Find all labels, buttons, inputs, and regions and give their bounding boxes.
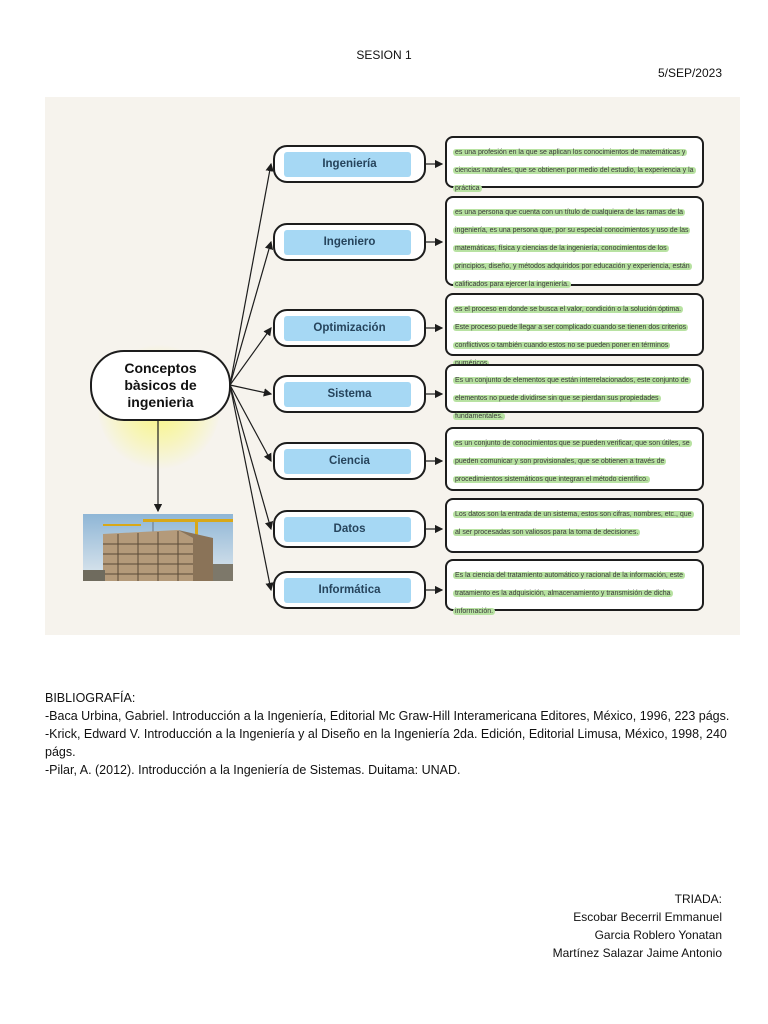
concept-map: Conceptos bàsicos de ingenierìa [45, 97, 740, 635]
connector-arrow [230, 385, 271, 590]
topic-label: Datos [275, 512, 424, 546]
definition-box: Los datos son la entrada de un sistema, … [445, 498, 704, 553]
definition-text: Es la ciencia del tratamiento automático… [453, 572, 685, 615]
bibliography-entry: -Pilar, A. (2012). Introducción a la Ing… [45, 761, 735, 779]
connector-arrow [230, 385, 271, 461]
definition-box: es el proceso en donde se busca el valor… [445, 293, 704, 356]
connector-arrow [230, 385, 271, 394]
connector-arrow [230, 164, 271, 385]
team-member: Garcia Roblero Yonatan [553, 926, 722, 944]
definition-box: Es la ciencia del tratamiento automático… [445, 559, 704, 611]
triad-title: TRIADA: [553, 890, 722, 908]
team-member: Martínez Salazar Jaime Antonio [553, 944, 722, 962]
definition-box: es un conjunto de conocimientos que se p… [445, 427, 704, 491]
topic-label: Sistema [275, 377, 424, 411]
topic-label: Ciencia [275, 444, 424, 478]
main-concept-node: Conceptos bàsicos de ingenierìa [90, 350, 231, 421]
definition-text: es un conjunto de conocimientos que se p… [453, 440, 692, 483]
definition-box: es una persona que cuenta con un título … [445, 196, 704, 286]
topic-label: Ingeniería [275, 147, 424, 181]
topic-node: Sistema [273, 375, 426, 413]
topic-label: Optimización [275, 311, 424, 345]
connector-arrow [230, 328, 271, 385]
construction-building-image [83, 514, 233, 581]
definition-text: es una profesión en la que se aplican lo… [453, 149, 696, 192]
topic-label: Ingeniero [275, 225, 424, 259]
topic-node: Ingeniero [273, 223, 426, 261]
topic-node: Informática [273, 571, 426, 609]
bibliography-entry: -Krick, Edward V. Introducción a la Inge… [45, 725, 735, 761]
definition-box: es una profesión en la que se aplican lo… [445, 136, 704, 188]
topic-label: Informática [275, 573, 424, 607]
topic-node: Optimización [273, 309, 426, 347]
team-member: Escobar Becerril Emmanuel [553, 908, 722, 926]
connector-arrow [230, 385, 271, 529]
definition-text: Los datos son la entrada de un sistema, … [453, 511, 694, 536]
definition-text: es una persona que cuenta con un título … [453, 209, 692, 288]
definition-box: Es un conjunto de elementos que están in… [445, 364, 704, 413]
connector-arrow [230, 242, 271, 385]
bibliography-title: BIBLIOGRAFÍA: [45, 689, 735, 707]
bibliography: BIBLIOGRAFÍA: -Baca Urbina, Gabriel. Int… [45, 689, 735, 779]
session-title: SESION 1 [0, 48, 768, 62]
document-date: 5/SEP/2023 [658, 66, 722, 80]
topic-node: Datos [273, 510, 426, 548]
topic-node: Ciencia [273, 442, 426, 480]
team-credits: TRIADA: Escobar Becerril Emmanuel Garcia… [553, 890, 722, 962]
topic-node: Ingeniería [273, 145, 426, 183]
bibliography-entry: -Baca Urbina, Gabriel. Introducción a la… [45, 707, 735, 725]
